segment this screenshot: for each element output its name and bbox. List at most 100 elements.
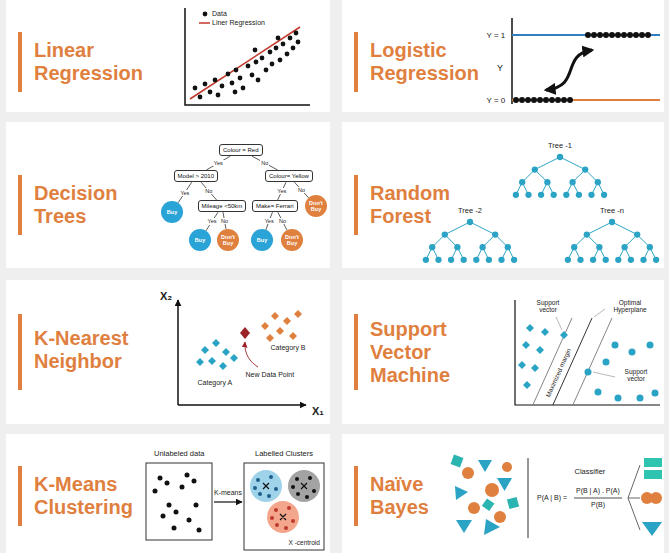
algorithm-card: Support Vector Machine <box>342 280 664 424</box>
branch-label: No <box>278 218 287 224</box>
linear-regression-plot-part-part <box>285 52 290 57</box>
algorithm-title: Logistic Regression <box>370 39 482 85</box>
logistic-regression-plot-part-part <box>627 32 633 38</box>
branch-label: Yes <box>276 188 287 194</box>
outcome-circle-fill <box>281 229 303 251</box>
branch-label: No <box>204 188 213 194</box>
kmeans-illustration-part-part <box>253 486 257 490</box>
linear-regression-plot-part-part <box>260 56 265 61</box>
annotation-label: Maximized margin <box>544 347 572 398</box>
linear-regression-plot-part-part <box>241 86 246 91</box>
annotation-label: New Data Point <box>246 371 295 379</box>
svm-plot-part-part <box>629 349 636 356</box>
knn-plot-part <box>196 339 238 370</box>
svm-plot-part-part <box>585 369 592 376</box>
card-panel-part <box>6 280 330 424</box>
kmeans-illustration-part-part <box>167 503 172 508</box>
kmeans-illustration-part-part <box>161 514 166 519</box>
naive-bayes-illustration-part-part <box>485 483 499 497</box>
linear-regression-plot-part-part <box>276 36 281 41</box>
random-forest-trees-part <box>513 154 608 198</box>
naive-bayes-illustration-part-part <box>482 498 495 511</box>
tree-branch <box>178 182 192 203</box>
knn-plot-part-part <box>271 312 279 320</box>
kmeans-illustration-part-part <box>291 485 295 489</box>
logistic-regression-plot-part-part <box>609 32 615 38</box>
naive-bayes-illustration-part-part <box>497 478 512 491</box>
annotation-label: Tree -n <box>600 207 624 216</box>
decision-text: Mileage <50km <box>202 203 243 210</box>
knn-plot <box>178 300 306 405</box>
linear-regression-plot-part-part <box>213 78 218 83</box>
algorithm-card: Decision TreesColour = RedModel > 2010Co… <box>6 122 330 268</box>
linear-regression-plot-part-part <box>220 84 225 89</box>
svm-plot-part-part <box>595 389 602 396</box>
kmeans-illustration-part-part <box>305 495 309 499</box>
kmeans-illustration-part-part <box>291 519 295 523</box>
linear-regression-plot-part-part <box>203 82 208 87</box>
naive-bayes-illustration-part <box>628 465 640 530</box>
branch-label: No <box>220 218 229 224</box>
logistic-regression-plot-part-part <box>567 97 573 103</box>
outcome-text: Don't Buy <box>306 200 326 212</box>
decision-box: Model > 2010 <box>174 170 219 182</box>
svm-plot-part-part <box>556 317 562 330</box>
svm-plot-part-part <box>541 328 549 336</box>
linear-regression-plot-part-part <box>264 68 269 73</box>
kmeans-illustration-part-part <box>284 526 288 530</box>
logistic-regression-plot-part-part <box>543 97 549 103</box>
kmeans-illustration-part-part <box>296 492 300 496</box>
accent-bar <box>18 32 358 526</box>
naive-bayes-illustration-part <box>451 455 520 511</box>
knn-plot-part-part <box>276 327 284 335</box>
algorithm-title: Linear Regression <box>34 39 146 85</box>
kmeans-illustration-part-part <box>274 487 278 491</box>
tree-branch <box>206 156 230 170</box>
accent-bar-part <box>354 32 358 92</box>
knn-plot-part-part <box>222 348 230 356</box>
annotation-label: Tree -2 <box>458 207 482 216</box>
algorithm-card: K-Nearest Neighbor <box>6 280 330 424</box>
linear-regression-plot-part-part <box>294 31 299 36</box>
svm-plot-part-part <box>523 381 531 389</box>
linear-regression-plot-part-part <box>254 60 259 65</box>
kmeans-illustration-part-part <box>275 523 279 527</box>
naive-bayes-illustration-part-part <box>468 502 480 514</box>
card-panel-part <box>342 280 664 424</box>
svm-plot-part-part <box>603 359 610 366</box>
svm-plot-part <box>518 324 659 402</box>
kmeans-illustration-part-part <box>165 481 170 486</box>
outcome-circle-fill <box>251 229 273 251</box>
linear-regression-plot-part-part <box>226 72 231 77</box>
decision-text: Make= Ferrari <box>256 203 294 210</box>
legend-text: Data <box>212 10 227 18</box>
kmeans-illustration-part <box>146 463 212 540</box>
algorithm-card: Linear Regression <box>6 0 330 112</box>
linear-regression-plot-part-part <box>230 81 235 86</box>
annotation-label: X₁ <box>312 405 324 418</box>
logistic-regression-plot <box>512 18 660 104</box>
annotation-label: Support vector <box>616 368 656 383</box>
annotation-label: P(A | B) = <box>537 494 567 502</box>
svm-plot-part-part <box>522 341 530 349</box>
kmeans-illustration-part-part <box>267 494 271 498</box>
kmeans-illustration-part <box>244 463 324 550</box>
kmeans-illustration-part-part <box>256 478 260 482</box>
outcome-circle: Don't Buy <box>305 195 327 217</box>
decision-box: Colour = Red <box>219 144 263 156</box>
outcome-circle-fill <box>305 195 327 217</box>
linear-regression-plot-part-part <box>278 58 283 63</box>
logistic-regression-plot-part-part <box>591 32 597 38</box>
logistic-regression-plot-part-part <box>633 32 639 38</box>
decision-text: Colour= Yellow <box>269 173 309 180</box>
logistic-regression-plot-part-part <box>525 97 531 103</box>
svm-plot-part-part <box>637 395 644 402</box>
branch-label: Yes <box>213 160 224 166</box>
accent-bar-part <box>354 314 358 390</box>
kmeans-illustration-part <box>291 476 316 499</box>
naive-bayes-illustration-part-part <box>502 462 512 472</box>
kmeans-illustration-part-part <box>172 526 177 531</box>
kmeans-illustration-part-part <box>269 475 273 479</box>
